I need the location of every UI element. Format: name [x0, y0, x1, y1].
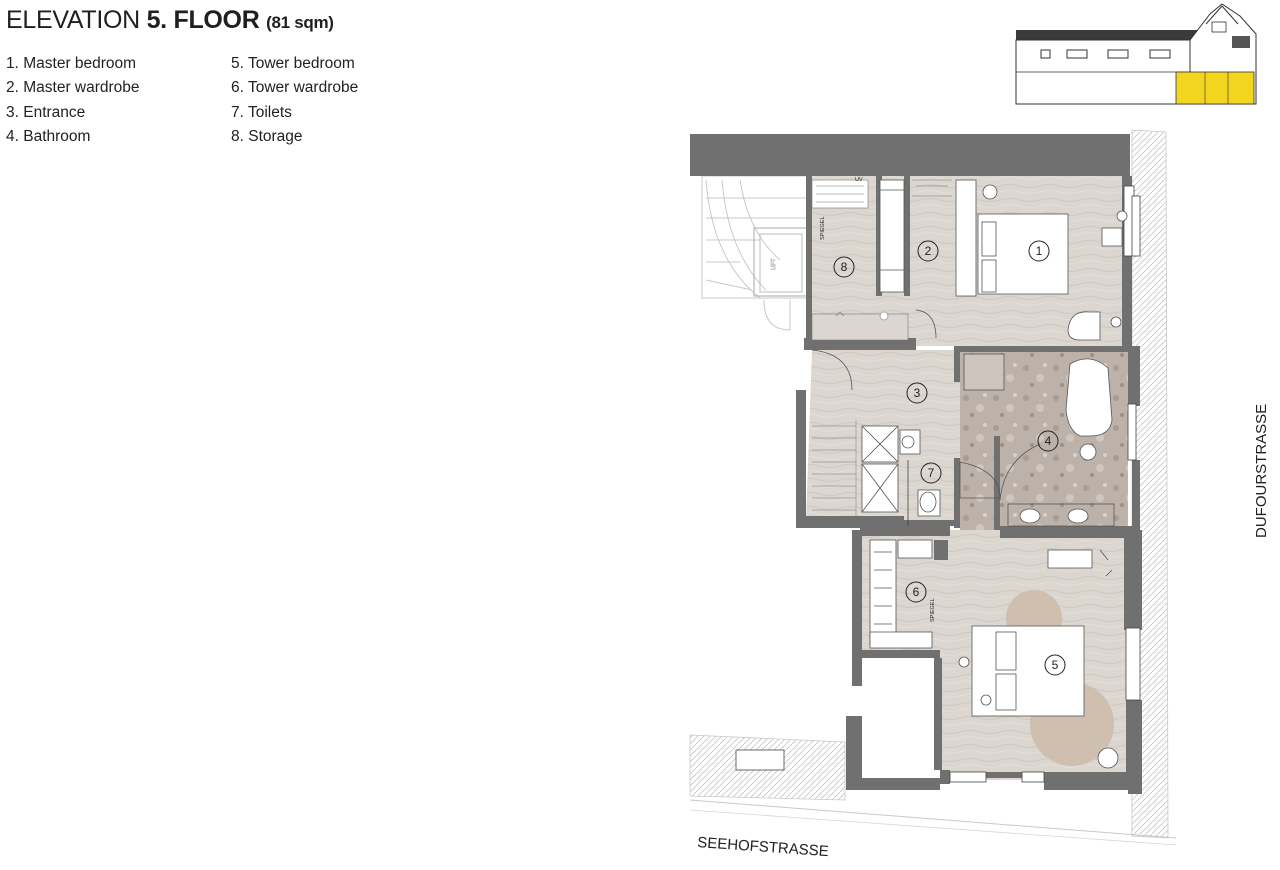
storage-room: SPIEGEL UV [811, 177, 909, 341]
legend-item: 4. Bathroom [6, 127, 91, 145]
room-number: 1 [1036, 244, 1043, 258]
interior-stair [812, 420, 857, 516]
room-number: 7 [928, 466, 935, 480]
legend-column-2: 5. Tower bedroom 6. Tower wardrobe 7. To… [231, 52, 358, 149]
room-marker-4: 4 [1037, 430, 1059, 452]
title-floor: 5. FLOOR [146, 6, 260, 34]
door-swings [811, 309, 1041, 501]
room-marker-7: 7 [920, 462, 942, 484]
street-sidewalk [689, 129, 1177, 846]
legend-item: 7. Toilets [231, 103, 292, 121]
room-number: 6 [913, 585, 920, 599]
room-numbers: 1 2 3 4 5 6 7 8 [833, 240, 1066, 676]
legend-item: 1. Master bedroom [6, 55, 137, 72]
legend-item: 3. Entrance [6, 103, 86, 121]
bathroom-fixtures [963, 353, 1115, 527]
windows [735, 185, 1141, 783]
tower-bedroom-furniture [958, 549, 1119, 769]
legend-item: 2. Master wardrobe [6, 79, 140, 97]
common-staircase: LIFT [701, 175, 809, 331]
room-number: 2 [925, 244, 932, 258]
room-marker-5: 5 [1044, 654, 1066, 676]
mirror-label-tower: SPIEGEL [930, 598, 936, 622]
tower-wardrobe-furniture: SPIEGEL [869, 539, 936, 649]
room-marker-1: 1 [1028, 240, 1050, 262]
toilet-fixtures [861, 425, 941, 526]
master-wardrobe-shelves [912, 179, 952, 197]
mirror-label: SPIEGEL [820, 216, 826, 240]
legend-column-1: 1. Master bedroom 2. Master wardrobe 3. … [6, 52, 140, 149]
title-prefix: ELEVATION [6, 6, 140, 34]
room-marker-2: 2 [917, 240, 939, 262]
room-number: 8 [841, 260, 848, 274]
elevation-thumbnail [1015, 3, 1257, 105]
legend-item: 8. Storage [231, 127, 303, 145]
legend-item: 6. Tower wardrobe [231, 79, 359, 97]
walls [690, 134, 1142, 794]
exit-door-swings [1099, 549, 1113, 577]
title-area: (81 sqm) [266, 13, 334, 32]
room-marker-6: 6 [905, 581, 927, 603]
room-number: 4 [1045, 434, 1052, 448]
master-bedroom-furniture [879, 179, 1128, 341]
uv-label: UV [855, 177, 863, 183]
lift-label: LIFT [771, 258, 777, 270]
room-number: 5 [1052, 658, 1059, 672]
room-marker-3: 3 [906, 382, 928, 404]
page-title: ELEVATION 5. FLOOR (81 sqm) [6, 6, 334, 35]
room-number: 3 [914, 386, 921, 400]
street-label-south: SEEHOFSTRASSE [697, 834, 830, 860]
room-marker-8: 8 [833, 256, 855, 278]
legend-item: 5. Tower bedroom [231, 55, 355, 72]
street-label-east: DUFOURSTRASSE [1253, 404, 1270, 538]
